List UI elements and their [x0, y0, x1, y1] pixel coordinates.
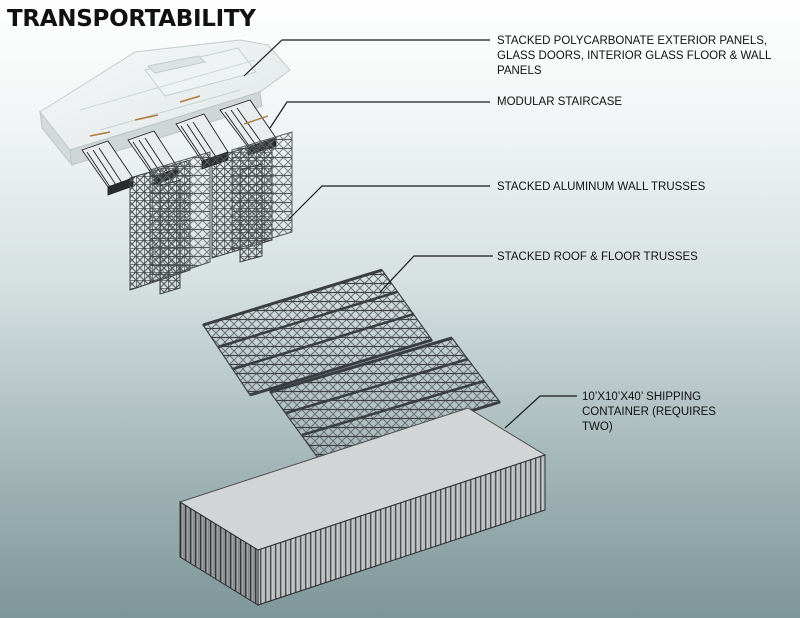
label-wall-trusses: STACKED ALUMINUM WALL TRUSSES: [497, 181, 706, 193]
shipping-container: [178, 407, 547, 606]
polycarbonate-panel-stack: [39, 39, 291, 167]
leader-lines: [243, 39, 577, 429]
aluminum-wall-truss-stack-left: [129, 151, 211, 295]
diagram-title: TRANSPORTABILITY: [7, 6, 256, 32]
leader-line-wall-trusses: [287, 185, 490, 221]
staircase-unit: [81, 140, 134, 196]
label-shipping-container: 10’X10’X40’ SHIPPING CONTAINER (REQUIRES…: [582, 391, 716, 433]
aluminum-wall-truss-stack-right: [211, 131, 293, 263]
label-staircase: MODULAR STAIRCASE: [497, 96, 623, 108]
label-roof-floor-trusses: STACKED ROOF & FLOOR TRUSSES: [497, 251, 698, 263]
leader-line-panels: [243, 39, 490, 77]
label-panels: STACKED POLYCARBONATE EXTERIOR PANELS, G…: [497, 35, 771, 77]
leader-line-roof-floor-trusses: [379, 255, 493, 293]
leader-line-staircase: [269, 101, 490, 129]
leader-line-container: [504, 395, 577, 429]
roof-floor-truss-stack-upper: [202, 268, 433, 397]
